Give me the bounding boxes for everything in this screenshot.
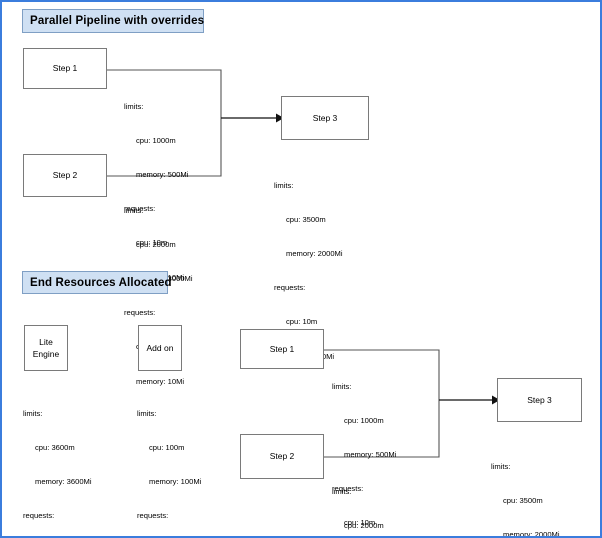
limits-memory: memory: 500Mi: [344, 450, 397, 460]
limits-memory: memory: 3600Mi: [35, 477, 92, 487]
resources-bottom-step3: limits: cpu: 3500m memory: 2000Mi reques…: [491, 438, 560, 538]
requests-cpu: cpu: 10m: [286, 317, 318, 327]
resources-bottom-step1: limits: cpu: 1000m memory: 500Mi request…: [332, 358, 397, 536]
requests-cpu: cpu: 10m: [344, 518, 376, 528]
limits-cpu: cpu: 1000m: [344, 415, 384, 425]
node-bottom-step3[interactable]: Step 3: [497, 378, 582, 422]
node-add-on[interactable]: Add on: [138, 325, 182, 371]
node-label: Step 1: [269, 343, 295, 354]
section-title-parallel-pipeline: Parallel Pipeline with overrides: [22, 9, 204, 33]
limits-cpu: cpu: 100m: [149, 442, 185, 452]
limits-cpu: cpu: 2000m: [344, 520, 384, 530]
limits-label: limits:: [137, 408, 157, 418]
limits-label: limits:: [491, 461, 511, 471]
requests-label: requests:: [137, 511, 169, 521]
node-label-line2: Engine: [32, 349, 60, 359]
node-label-line1: Lite: [39, 336, 53, 347]
node-lite-engine[interactable]: Lite Engine: [24, 325, 68, 371]
node-top-step1[interactable]: Step 1: [23, 48, 107, 89]
limits-cpu: cpu: 1000m: [136, 135, 176, 145]
node-label: Step 3: [312, 112, 338, 123]
limits-label: limits:: [332, 486, 352, 496]
limits-cpu: cpu: 3600m: [35, 442, 75, 452]
requests-label: requests:: [274, 283, 306, 293]
limits-label: limits:: [124, 101, 144, 111]
node-bottom-step1[interactable]: Step 1: [240, 329, 324, 369]
requests-label: requests:: [332, 484, 364, 494]
limits-memory: memory: 500Mi: [136, 170, 189, 180]
limits-memory: memory: 100Mi: [149, 477, 202, 487]
node-label: Lite Engine: [33, 336, 59, 361]
resources-top-step2: limits: cpu: 2000m memory: 3000Mi reques…: [124, 182, 193, 410]
limits-label: limits:: [124, 205, 144, 215]
resources-add-on: limits: cpu: 100m memory: 100Mi requests…: [137, 385, 202, 536]
resources-lite-engine: limits: cpu: 3600m memory: 3600Mi reques…: [23, 385, 92, 536]
limits-label: limits:: [274, 180, 294, 190]
node-label: Add on: [146, 342, 174, 353]
node-label: Step 2: [269, 451, 295, 462]
node-label: Step 2: [52, 170, 78, 181]
node-bottom-step2[interactable]: Step 2: [240, 434, 324, 479]
resources-bottom-step2: limits: cpu: 2000m memory: 3000Mi reques…: [332, 463, 401, 536]
limits-cpu: cpu: 3500m: [286, 214, 326, 224]
node-top-step2[interactable]: Step 2: [23, 154, 107, 197]
requests-label: requests:: [124, 204, 156, 214]
limits-label: limits:: [23, 408, 43, 418]
limits-memory: memory: 2000Mi: [286, 249, 343, 259]
requests-memory: memory: 10Mi: [136, 376, 185, 386]
node-top-step3[interactable]: Step 3: [281, 96, 369, 140]
requests-cpu: cpu: 10m: [136, 238, 168, 248]
limits-label: limits:: [332, 381, 352, 391]
node-label: Step 3: [527, 394, 552, 405]
node-label: Step 1: [52, 63, 78, 74]
section-title-end-resources-allocated: End Resources Allocated: [22, 271, 172, 294]
requests-label: requests:: [124, 308, 156, 318]
limits-memory: memory: 2000Mi: [503, 530, 560, 538]
limits-cpu: cpu: 2000m: [136, 239, 176, 249]
requests-label: requests:: [23, 511, 55, 521]
limits-cpu: cpu: 3500m: [503, 495, 543, 505]
